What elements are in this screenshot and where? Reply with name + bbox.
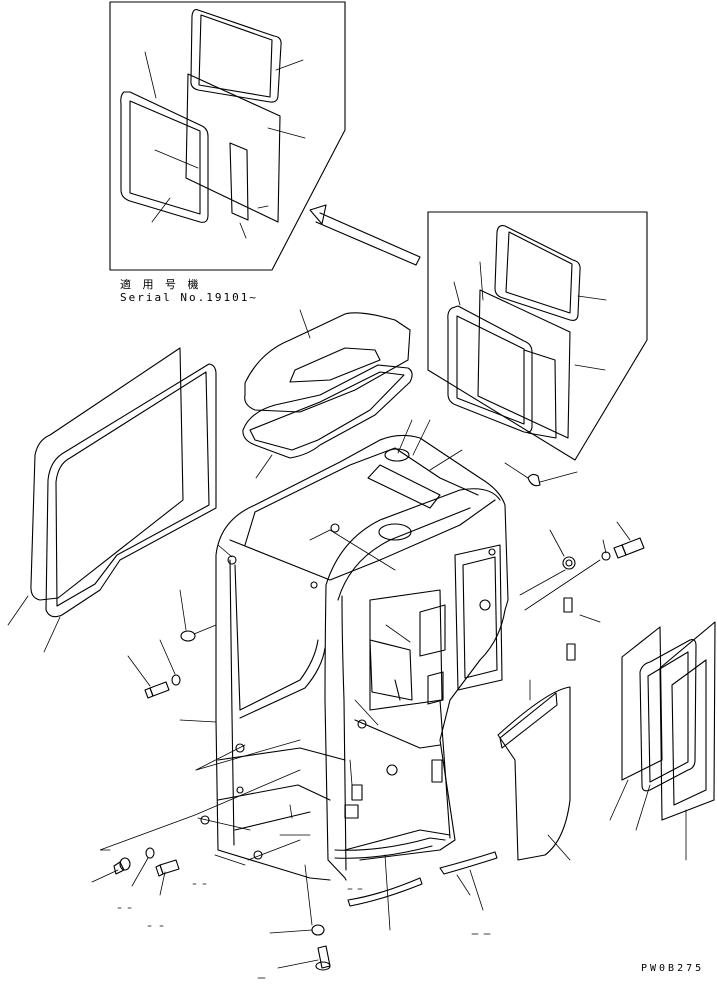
inset-serial-number: Serial No.19101~ xyxy=(120,291,258,304)
cab-frame xyxy=(215,419,509,881)
inset-detail-box xyxy=(109,1,346,271)
rear-side-panels xyxy=(497,597,716,861)
reference-arrow xyxy=(309,204,421,266)
right-detail-box xyxy=(427,211,648,461)
minor-marks xyxy=(117,883,491,979)
drawing-code: PW0B275 xyxy=(641,963,705,974)
door-glass-assembly xyxy=(7,347,217,653)
inset-applicable-label-jp: 適 用 号 機 xyxy=(120,278,203,291)
fasteners xyxy=(91,449,645,971)
roof-glass-assembly xyxy=(242,309,431,479)
